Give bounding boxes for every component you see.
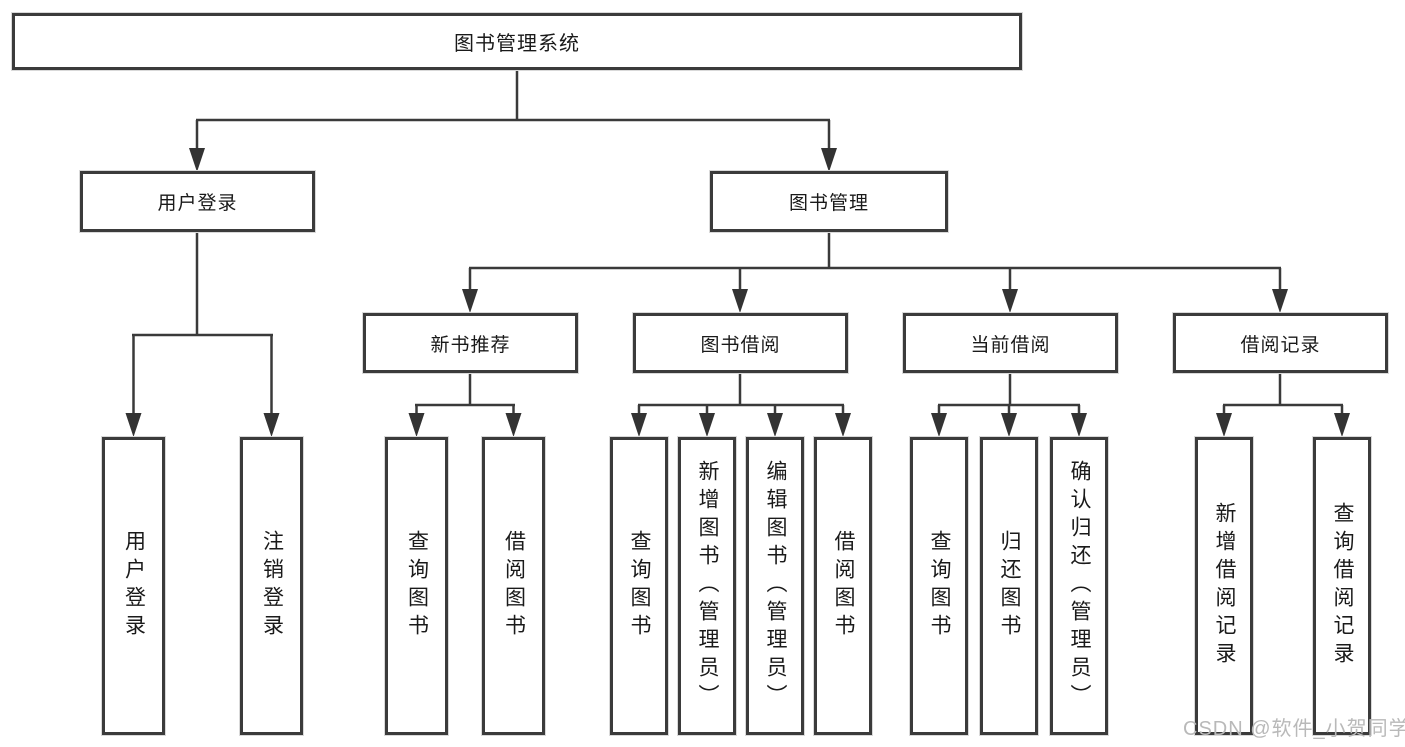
leaf-add-book-admin-label: 新增图书（管理员） [696, 460, 719, 712]
node-current-borrow-label: 当前借阅 [970, 334, 1051, 356]
leaf-query-borrow-record: 查询借阅记录 [1313, 437, 1371, 735]
arrowhead-icons [125, 148, 1350, 437]
leaf-logout-login-label: 注销登录 [260, 530, 284, 642]
node-current-borrow: 当前借阅 [903, 313, 1118, 373]
leaf-return-book: 归还图书 [980, 437, 1038, 735]
node-root-label: 图书管理系统 [454, 33, 580, 55]
leaf-logout-login: 注销登录 [240, 437, 303, 735]
node-book-borrow: 图书借阅 [633, 313, 848, 373]
leaf-add-borrow-record: 新增借阅记录 [1195, 437, 1253, 735]
leaf-borrow-books-recommend: 借阅图书 [482, 437, 545, 735]
leaf-query-books-current-label: 查询图书 [928, 530, 951, 642]
node-new-book-recommend-label: 新书推荐 [430, 334, 511, 356]
leaf-confirm-return-admin: 确认归还（管理员） [1050, 437, 1108, 735]
csdn-watermark: CSDN @软件_小贺同学 [1183, 718, 1405, 740]
leaf-borrow-books-label: 借阅图书 [832, 530, 855, 642]
node-borrow-records-label: 借阅记录 [1240, 334, 1321, 356]
node-root: 图书管理系统 [12, 13, 1022, 70]
leaf-user-login: 用户登录 [102, 437, 165, 735]
leaf-user-login-label: 用户登录 [122, 530, 146, 642]
leaf-confirm-return-admin-label: 确认归还（管理员） [1068, 460, 1091, 712]
leaf-borrow-books-recommend-label: 借阅图书 [502, 530, 526, 642]
leaf-query-books-recommend-label: 查询图书 [405, 530, 429, 642]
node-book-management-label: 图书管理 [788, 193, 869, 214]
leaf-query-books-recommend: 查询图书 [385, 437, 448, 735]
leaf-query-books-borrow-label: 查询图书 [628, 530, 651, 642]
leaf-add-borrow-record-label: 新增借阅记录 [1213, 502, 1236, 670]
node-user-login-label: 用户登录 [157, 193, 238, 214]
node-book-borrow-label: 图书借阅 [700, 334, 781, 356]
leaf-edit-book-admin: 编辑图书（管理员） [746, 437, 804, 735]
leaf-query-books-borrow: 查询图书 [610, 437, 668, 735]
node-new-book-recommend: 新书推荐 [363, 313, 578, 373]
leaf-query-borrow-record-label: 查询借阅记录 [1331, 502, 1354, 670]
leaf-edit-book-admin-label: 编辑图书（管理员） [764, 460, 787, 712]
node-book-management: 图书管理 [710, 171, 948, 232]
leaf-query-books-current: 查询图书 [910, 437, 968, 735]
node-user-login: 用户登录 [80, 171, 315, 232]
leaf-borrow-books: 借阅图书 [814, 437, 872, 735]
node-borrow-records: 借阅记录 [1173, 313, 1388, 373]
leaf-return-book-label: 归还图书 [998, 530, 1021, 642]
leaf-add-book-admin: 新增图书（管理员） [678, 437, 736, 735]
